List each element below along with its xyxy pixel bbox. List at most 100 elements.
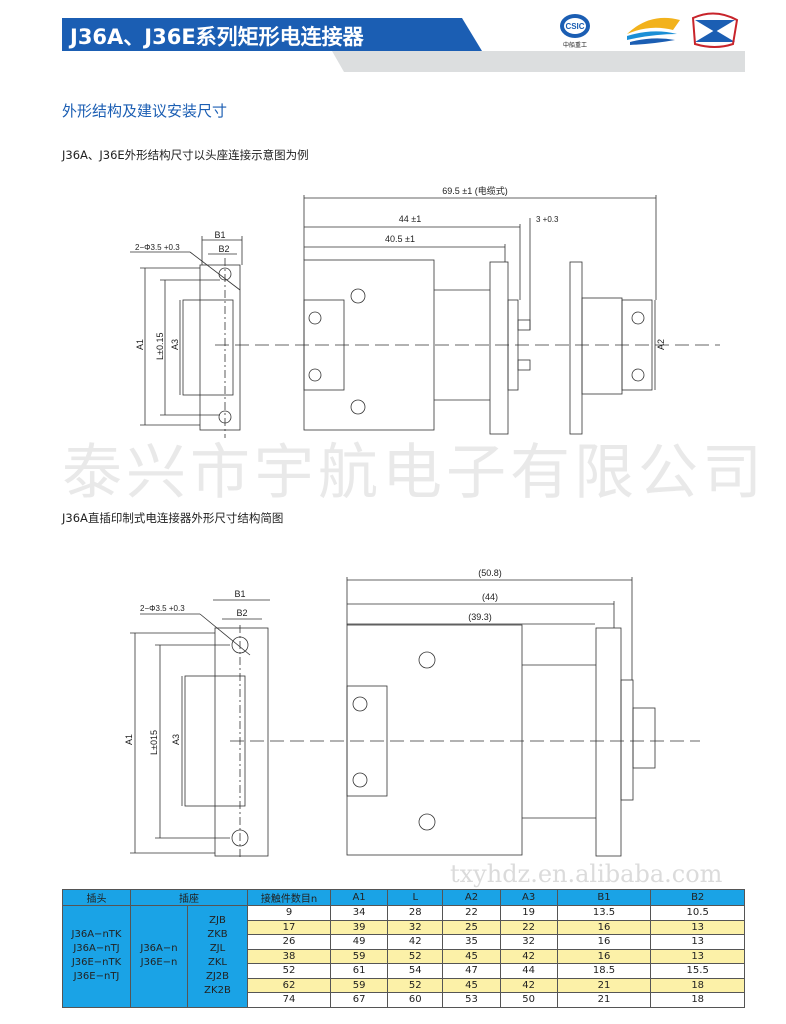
- table-cell: 49: [329, 934, 389, 950]
- section-title: 外形结构及建议安装尺寸: [62, 102, 228, 120]
- table-cell: 18: [650, 977, 745, 993]
- table-cell: 28: [387, 905, 444, 921]
- table-cell: 19: [499, 905, 558, 921]
- flange-outline: [199, 264, 241, 431]
- dim-44: (44): [482, 592, 498, 602]
- col-header: 插头: [62, 889, 131, 906]
- table-cell: 16: [556, 934, 652, 950]
- csic-logo-text: CSIC: [565, 22, 584, 31]
- table-cell: 67: [329, 992, 389, 1008]
- title-banner: J36A、J36E系列矩形电连接器: [62, 18, 482, 51]
- table-cell: 25: [442, 919, 501, 935]
- table-cell: 32: [499, 934, 558, 950]
- dim-a3: A3: [170, 339, 180, 350]
- dim-40-5: 40.5 ±1: [385, 234, 415, 244]
- dim-b2: B2: [218, 244, 229, 254]
- table-cell: 9: [247, 905, 331, 921]
- dim-total: 69.5 ±1 (电缆式): [442, 185, 507, 196]
- col-header: 插座: [130, 889, 248, 906]
- table-cell: 42: [499, 977, 558, 993]
- table-cell: 35: [442, 934, 501, 950]
- figure1-drawing: B1 B2 2−Φ3.5 +0.3 A1 L±0.15 A3 A2 69.5 ±…: [130, 185, 720, 438]
- model-label: J36E−nTJ: [73, 971, 120, 983]
- dim-a1: A1: [124, 734, 134, 745]
- col-header: B1: [556, 889, 652, 906]
- table-cell: 10.5: [650, 905, 745, 921]
- model-label: ZKL: [208, 957, 227, 969]
- col-header: B2: [650, 889, 745, 906]
- table-cell: 74: [247, 992, 331, 1008]
- model-label: ZK2B: [204, 985, 231, 997]
- table-cell: 60: [387, 992, 444, 1008]
- dim-l: L±0.15: [155, 333, 165, 360]
- table-cell: 45: [442, 977, 501, 993]
- table-cell: 26: [247, 934, 331, 950]
- banner-stripe: [332, 51, 745, 72]
- table-cell: 45: [442, 948, 501, 964]
- dimension-table: 插头 插座 接触件数目n A1 L A2 A3 B1 B2 J36A−nTK J3…: [62, 889, 745, 1008]
- table-cell: 34: [329, 905, 389, 921]
- dim-3: 3 +0.3: [536, 215, 559, 224]
- figure2-drawing: B1 B2 2−Φ3.5 +0.3 A1 L±015 A3 (50.8) (44…: [124, 568, 700, 858]
- table-cell: 22: [499, 919, 558, 935]
- csic-logo: CSIC 中船重工: [560, 14, 590, 49]
- table-cell: 47: [442, 963, 501, 979]
- dim-b1: B1: [214, 230, 225, 240]
- dim-hole: 2−Φ3.5 +0.3: [140, 604, 185, 613]
- dim-b2: B2: [236, 608, 247, 618]
- table-cell: 18.5: [556, 963, 652, 979]
- table-cell: 16: [556, 919, 652, 935]
- col-header: A3: [499, 889, 558, 906]
- table-cell: 62: [247, 977, 331, 993]
- table-header-row: 插头 插座 接触件数目n A1 L A2 A3 B1 B2: [62, 889, 745, 906]
- dim-hole: 2−Φ3.5 +0.3: [135, 243, 180, 252]
- col-header: A1: [329, 889, 389, 906]
- model-label: J36E−n: [140, 957, 178, 969]
- col-header: L: [387, 889, 444, 906]
- page-title: J36A、J36E系列矩形电连接器: [70, 25, 364, 49]
- table-cell: 21: [556, 992, 652, 1008]
- model-label: ZJB: [209, 915, 226, 927]
- table-cell: 61: [329, 963, 389, 979]
- table-cell: 52: [247, 963, 331, 979]
- col-header: A2: [442, 889, 501, 906]
- table-cell: 54: [387, 963, 444, 979]
- table-cell: 42: [499, 948, 558, 964]
- table-cell: 38: [247, 948, 331, 964]
- model-label: J36A−nTJ: [73, 943, 120, 955]
- dim-50-8: (50.8): [478, 568, 502, 578]
- table-cell: 50: [499, 992, 558, 1008]
- table-cell: 52: [387, 948, 444, 964]
- table-cell: 13.5: [556, 905, 652, 921]
- dim-a1: A1: [135, 339, 145, 350]
- model-label: J36A−n: [140, 943, 178, 955]
- model-label: ZKB: [207, 929, 228, 941]
- yuhang-logo: [691, 12, 739, 48]
- table-watermark: txyhdz.en.alibaba.com: [450, 860, 723, 888]
- dim-a3: A3: [171, 734, 181, 745]
- company-logos: CSIC 中船重工: [560, 12, 739, 49]
- table-cell: 16: [556, 948, 652, 964]
- wave-logo: [627, 17, 680, 45]
- watermark: 泰兴市宇航电子有限公司: [62, 438, 766, 508]
- table-cell: 13: [650, 948, 745, 964]
- table-cell: 59: [329, 977, 389, 993]
- dim-l: L±015: [149, 730, 159, 755]
- model-label: J36A−nTK: [71, 929, 122, 941]
- table-cell: 59: [329, 948, 389, 964]
- dim-b1: B1: [234, 589, 245, 599]
- dim-44: 44 ±1: [399, 214, 421, 224]
- model-label: ZJL: [209, 943, 226, 955]
- dim-a2: A2: [656, 339, 666, 350]
